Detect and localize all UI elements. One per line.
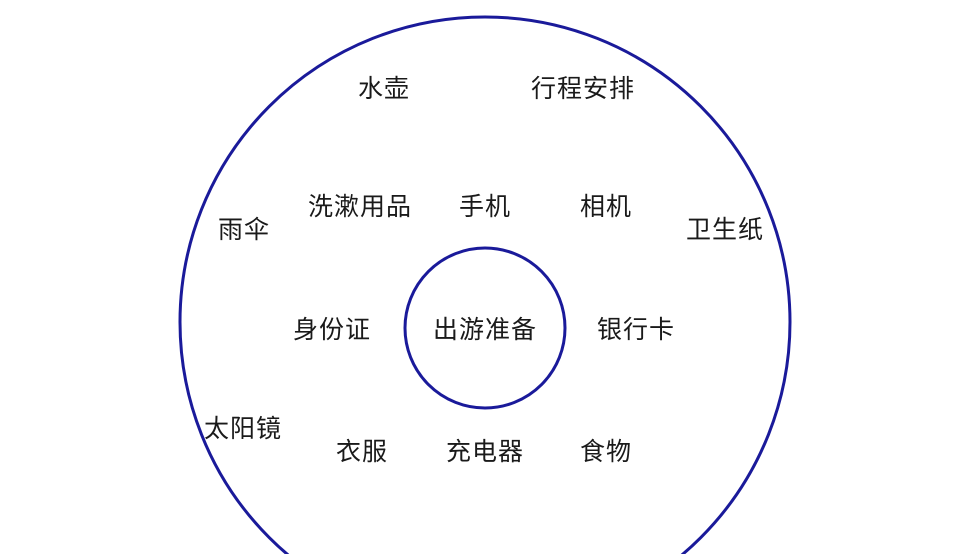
inner-circle [403,246,567,410]
item-label-umbrella: 雨伞 [217,215,271,244]
center-label: 出游准备 [432,315,538,344]
item-label-sunglasses: 太阳镜 [203,414,283,443]
item-label-clothes: 衣服 [335,437,389,466]
item-label-itinerary: 行程安排 [530,74,636,103]
item-label-bank-card: 银行卡 [596,315,676,344]
item-label-id-card: 身份证 [292,315,372,344]
item-label-kettle: 水壶 [357,74,411,103]
item-label-phone: 手机 [458,192,512,221]
item-label-charger: 充电器 [445,437,525,466]
item-label-food: 食物 [579,437,633,466]
item-label-toiletries: 洗漱用品 [307,192,413,221]
item-label-camera: 相机 [579,192,633,221]
outer-circle [178,15,792,554]
item-label-tissue: 卫生纸 [685,215,765,244]
